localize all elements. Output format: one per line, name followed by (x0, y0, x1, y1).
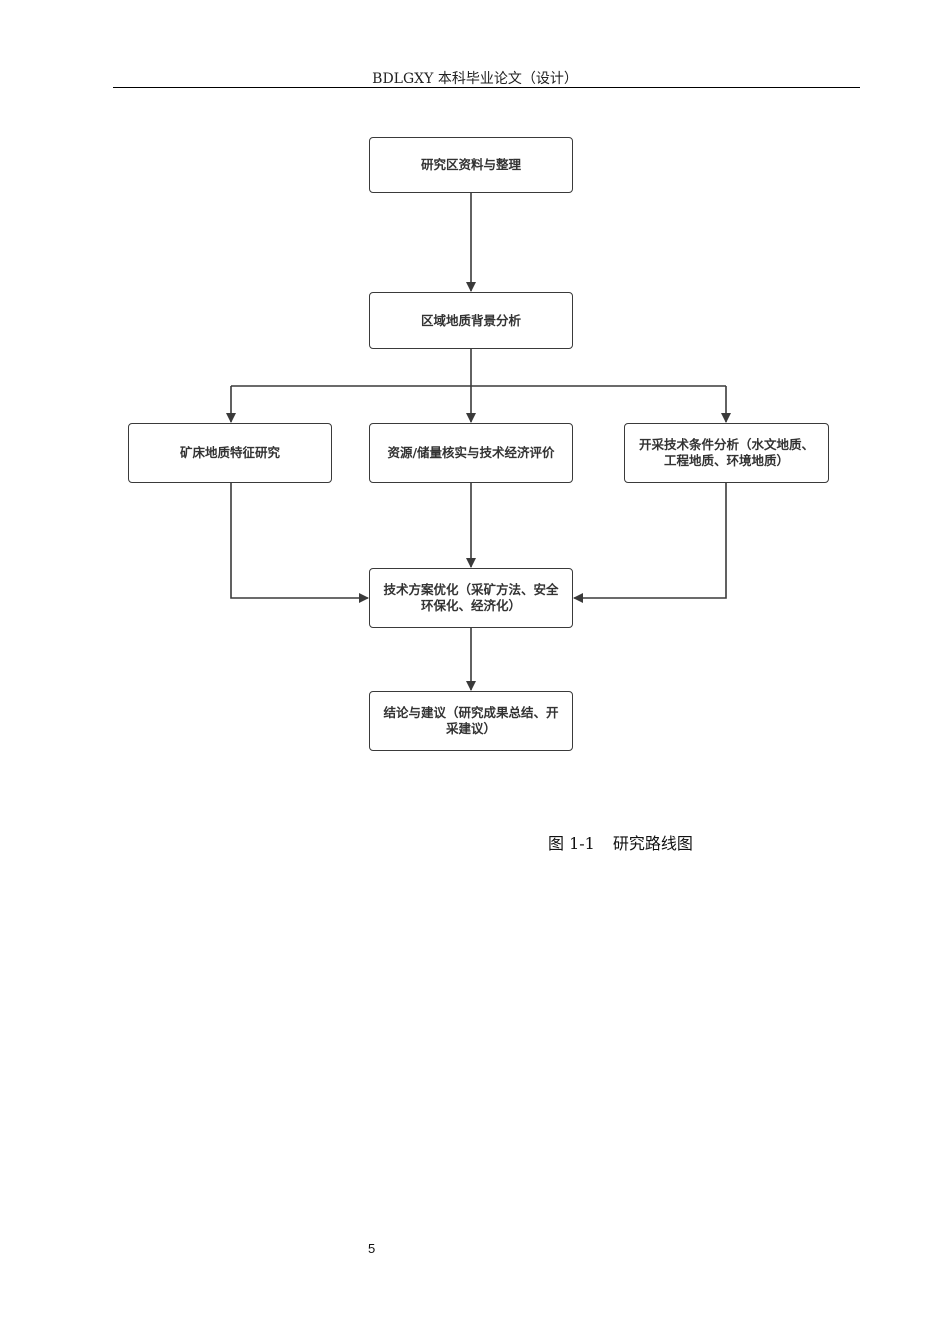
figure-number: 图 1-1 (548, 834, 595, 853)
node-deposit-geology: 矿床地质特征研究 (128, 423, 332, 483)
node-conclusions: 结论与建议（研究成果总结、开 采建议） (369, 691, 573, 751)
node-research-data-label: 研究区资料与整理 (420, 157, 521, 172)
node-research-data: 研究区资料与整理 (369, 137, 573, 193)
node-regional-geology: 区域地质背景分析 (369, 292, 573, 349)
node-mining-conditions-line2: 工程地质、环境地质） (663, 453, 789, 468)
node-regional-geology-label: 区域地质背景分析 (420, 312, 521, 328)
node-scheme-optimization-line1: 技术方案优化（采矿方法、安全 (383, 582, 559, 597)
arrow-n5-to-n6 (573, 483, 727, 603)
header-rule (113, 87, 860, 88)
node-mining-conditions-line1: 开采技术条件分析（水文地质、 (638, 437, 814, 452)
node-deposit-geology-label: 矿床地质特征研究 (179, 445, 280, 460)
page-number: 5 (368, 1241, 376, 1256)
page-header: BDLGXY 本科毕业论文（设计） (372, 71, 578, 87)
node-scheme-optimization: 技术方案优化（采矿方法、安全 环保化、经济化） (369, 568, 573, 628)
node-conclusions-line2: 采建议） (445, 721, 496, 736)
node-mining-conditions: 开采技术条件分析（水文地质、 工程地质、环境地质） (624, 423, 829, 483)
node-conclusions-line1: 结论与建议（研究成果总结、开 (383, 705, 559, 720)
node-resource-evaluation: 资源/储量核实与技术经济评价 (369, 423, 573, 483)
figure-title: 研究路线图 (612, 834, 693, 853)
node-scheme-optimization-line2: 环保化、经济化） (420, 598, 521, 613)
arrow-n3-to-n6 (230, 483, 369, 603)
node-resource-evaluation-label: 资源/储量核实与技术经济评价 (387, 445, 555, 460)
figure-caption: 图 1-1 研究路线图 (548, 830, 693, 854)
